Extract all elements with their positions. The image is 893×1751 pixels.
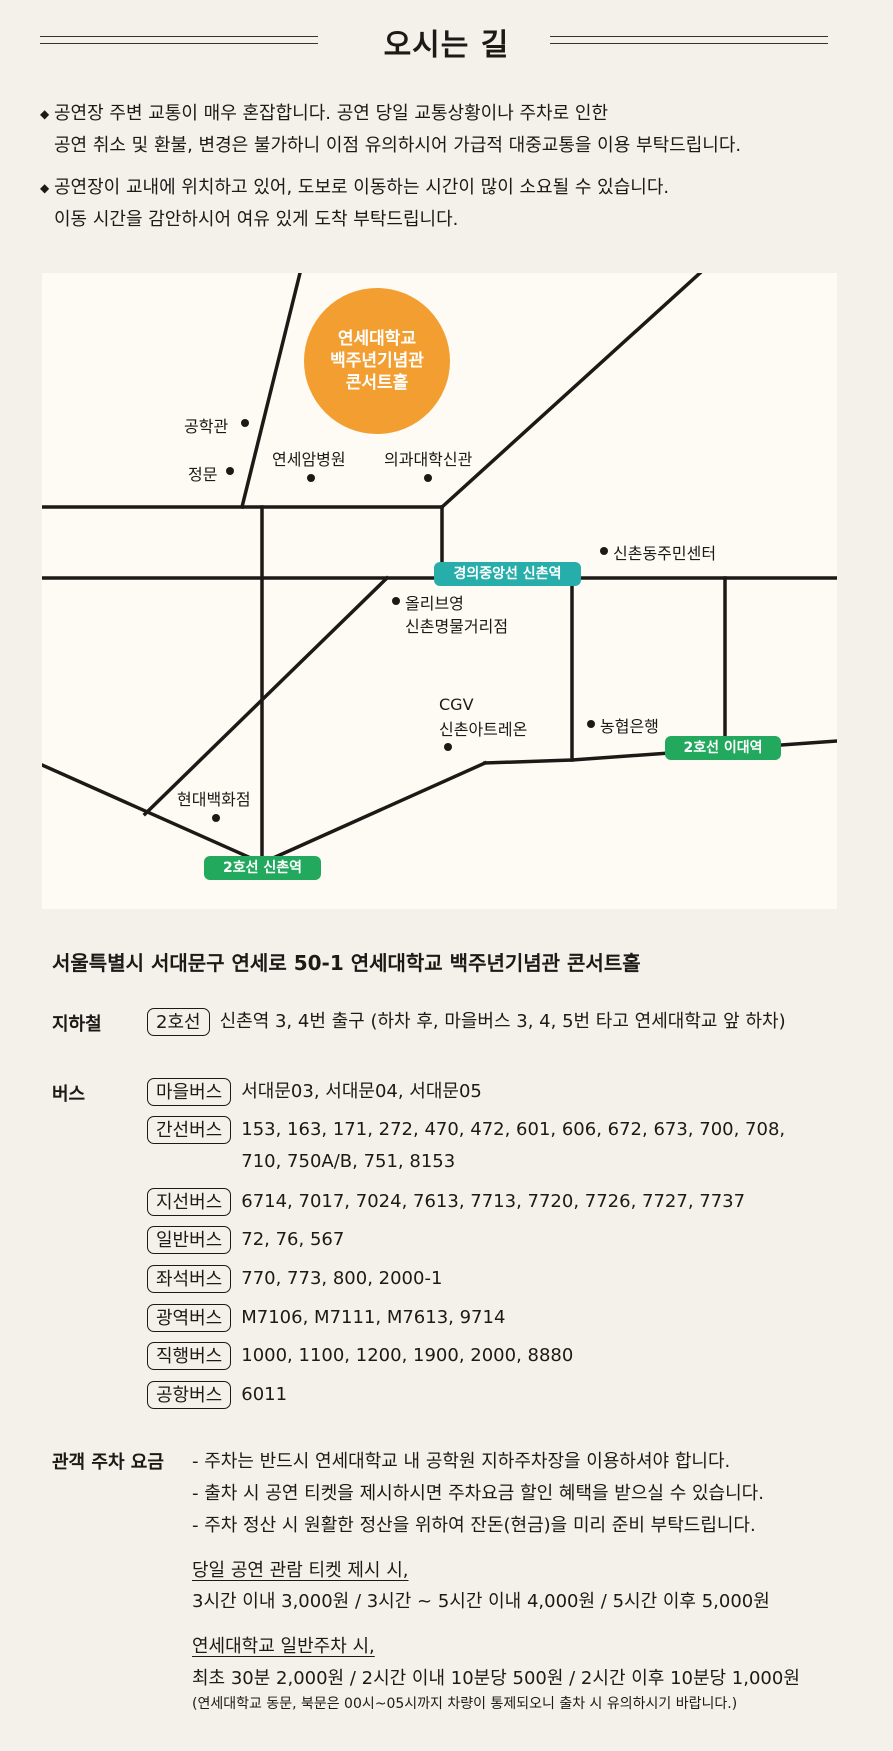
road	[142, 575, 390, 817]
general-parking-heading: 연세대학교 일반주차 시,	[192, 1636, 375, 1657]
landmark-label: 농협은행	[600, 717, 659, 736]
bus-row: 광역버스 M7106, M7111, M7613, 9714	[147, 1304, 505, 1332]
location-dot-icon	[444, 743, 452, 751]
station-badge-ewha: 2호선 이대역	[665, 736, 781, 760]
landmark-label: 신촌명물거리점	[405, 617, 509, 636]
parking-rule: - 주차 정산 시 원활한 정산을 위하여 잔돈(현금)을 미리 준비 부탁드립…	[192, 1515, 756, 1536]
bus-type-tag: 광역버스	[147, 1304, 232, 1332]
parking-rule: - 출차 시 공연 티켓을 제시하시면 주차요금 할인 혜택을 받으실 수 있습…	[192, 1483, 764, 1504]
venue-name-line: 연세대학교	[337, 329, 417, 349]
road	[42, 763, 265, 866]
landmark-label: 신촌동주민센터	[613, 544, 717, 563]
bus-numbers: 770, 773, 800, 2000-1	[241, 1268, 443, 1289]
landmark-label: 올리브영	[405, 594, 464, 613]
ticket-parking-rates: 3시간 이내 3,000원 / 3시간 ~ 5시간 이내 4,000원 / 5시…	[192, 1591, 770, 1612]
landmark-label: CGV	[439, 695, 474, 714]
venue-name-line: 콘서트홀	[345, 373, 409, 393]
bus-numbers-line: 710, 750A/B, 751, 8153	[241, 1151, 456, 1172]
bus-row: 간선버스 153, 163, 171, 272, 470, 472, 601, …	[147, 1116, 785, 1178]
notice-item: ◆ 공연장 주변 교통이 매우 혼잡합니다. 공연 당일 교통상황이나 주차로 …	[40, 98, 860, 162]
title-divider-left	[40, 36, 318, 44]
bus-type-tag: 직행버스	[147, 1342, 232, 1370]
bus-row: 일반버스 72, 76, 567	[147, 1226, 344, 1254]
location-dot-icon	[241, 419, 249, 427]
station-badge-sinchon: 2호선 신촌역	[204, 856, 321, 880]
general-parking-rates: 최초 30분 2,000원 / 2시간 이내 10분당 500원 / 2시간 이…	[192, 1668, 800, 1689]
landmark-label: 현대백화점	[177, 790, 251, 809]
title-row: 오시는 길	[0, 18, 893, 63]
notice-line: 공연장이 교내에 위치하고 있어, 도보로 이동하는 시간이 많이 소요될 수 …	[54, 177, 670, 198]
landmark-label: 정문	[188, 465, 218, 484]
landmark-label: 공학관	[184, 417, 229, 436]
ticket-parking-heading: 당일 공연 관람 티켓 제시 시,	[192, 1560, 409, 1581]
road	[259, 760, 488, 866]
location-dot-icon	[212, 814, 220, 822]
subway-info: 신촌역 3, 4번 출구 (하차 후, 마을버스 3, 4, 5번 타고 연세대…	[219, 1011, 786, 1032]
location-dot-icon	[587, 720, 595, 728]
line-tag: 2호선	[147, 1008, 210, 1036]
bus-type-tag: 마을버스	[147, 1078, 232, 1106]
bus-type-tag: 간선버스	[147, 1116, 232, 1144]
road	[483, 739, 837, 765]
road	[439, 273, 703, 510]
bus-row: 좌석버스 770, 773, 800, 2000-1	[147, 1265, 442, 1293]
subway-label: 지하철	[52, 1014, 102, 1035]
bus-numbers: 1000, 1100, 1200, 1900, 2000, 8880	[241, 1345, 574, 1366]
page-title: 오시는 길	[383, 28, 510, 63]
location-dot-icon	[392, 597, 400, 605]
location-dot-icon	[600, 547, 608, 555]
diamond-bullet-icon: ◆	[40, 107, 50, 121]
location-dot-icon	[226, 467, 234, 475]
station-badge-gyeongui: 경의중앙선 신촌역	[434, 562, 581, 586]
venue-marker: 연세대학교 백주년기념관 콘서트홀	[304, 288, 450, 434]
parking-label: 관객 주차 요금	[52, 1452, 164, 1473]
diamond-bullet-icon: ◆	[40, 181, 50, 195]
notice-line: 공연 취소 및 환불, 변경은 불가하니 이점 유의하시어 가급적 대중교통을 …	[54, 135, 742, 156]
bus-row: 지선버스 6714, 7017, 7024, 7613, 7713, 7720,…	[147, 1188, 745, 1216]
bus-type-tag: 공항버스	[147, 1381, 232, 1409]
gate-closure-notice: (연세대학교 동문, 북문은 00시~05시까지 차량이 통제되오니 출차 시 …	[192, 1696, 738, 1712]
bus-type-tag: 좌석버스	[147, 1265, 232, 1293]
bus-numbers: 6714, 7017, 7024, 7613, 7713, 7720, 7726…	[241, 1191, 746, 1212]
bus-row: 공항버스 6011	[147, 1381, 287, 1409]
title-divider-right	[550, 36, 828, 44]
subway-row: 2호선 신촌역 3, 4번 출구 (하차 후, 마을버스 3, 4, 5번 타고…	[147, 1008, 786, 1036]
bus-numbers: 서대문03, 서대문04, 서대문05	[241, 1081, 482, 1102]
bus-type-tag: 일반버스	[147, 1226, 232, 1254]
bus-numbers: M7106, M7111, M7613, 9714	[241, 1307, 506, 1328]
landmark-label: 의과대학신관	[384, 450, 473, 469]
landmark-label: 연세암병원	[272, 450, 346, 469]
location-map: 연세대학교 백주년기념관 콘서트홀 공학관 정문 연세암병원 의과대학신관 신촌…	[42, 273, 837, 909]
bus-numbers: 153, 163, 171, 272, 470, 472, 601, 606, …	[241, 1114, 785, 1178]
bus-numbers-line: 153, 163, 171, 272, 470, 472, 601, 606, …	[241, 1119, 786, 1140]
location-dot-icon	[307, 474, 315, 482]
location-dot-icon	[424, 474, 432, 482]
bus-row: 직행버스 1000, 1100, 1200, 1900, 2000, 8880	[147, 1342, 573, 1370]
bus-numbers: 6011	[241, 1384, 288, 1405]
road	[239, 273, 302, 510]
parking-rules: - 주차는 반드시 연세대학교 내 공학원 지하주차장을 이용하셔야 합니다. …	[192, 1446, 764, 1542]
bus-numbers: 72, 76, 567	[241, 1229, 345, 1250]
parking-rule: - 주차는 반드시 연세대학교 내 공학원 지하주차장을 이용하셔야 합니다.	[192, 1451, 731, 1472]
venue-name-line: 백주년기념관	[330, 351, 424, 371]
bus-row: 마을버스 서대문03, 서대문04, 서대문05	[147, 1078, 482, 1106]
landmark-label: 신촌아트레온	[439, 720, 528, 739]
notice-line: 이동 시간을 감안하시어 여유 있게 도착 부탁드립니다.	[54, 209, 459, 230]
notice-item: ◆ 공연장이 교내에 위치하고 있어, 도보로 이동하는 시간이 많이 소요될 …	[40, 172, 860, 236]
bus-label: 버스	[52, 1084, 86, 1105]
bus-type-tag: 지선버스	[147, 1188, 232, 1216]
notice-line: 공연장 주변 교통이 매우 혼잡합니다. 공연 당일 교통상황이나 주차로 인한	[54, 103, 609, 124]
notice-list: ◆ 공연장 주변 교통이 매우 혼잡합니다. 공연 당일 교통상황이나 주차로 …	[40, 98, 860, 246]
venue-address: 서울특별시 서대문구 연세로 50-1 연세대학교 백주년기념관 콘서트홀	[52, 951, 641, 975]
